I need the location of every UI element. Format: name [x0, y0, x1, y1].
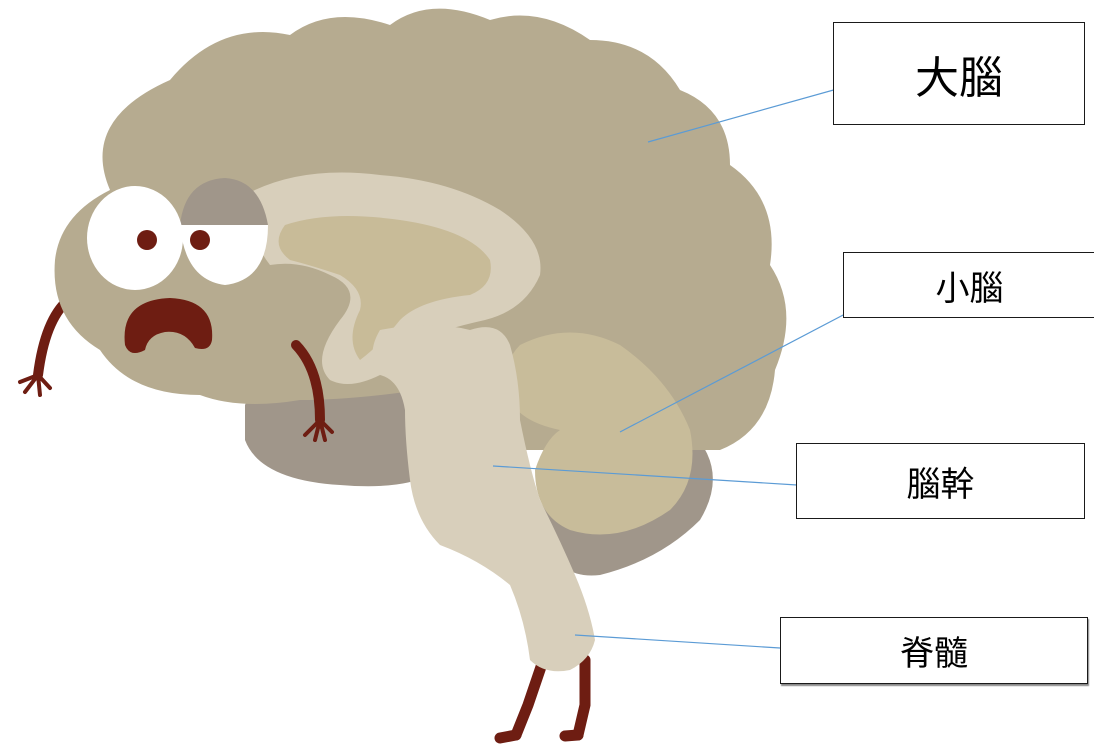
- right-pupil-icon: [190, 230, 210, 250]
- label-spinal-cord: 脊髓: [780, 617, 1088, 684]
- label-cerebellum: 小腦: [843, 252, 1094, 318]
- label-brainstem: 腦幹: [796, 443, 1085, 519]
- left-pupil-icon: [137, 230, 157, 250]
- leader-line-spinal: [575, 635, 780, 648]
- left-arm-icon: [20, 300, 68, 395]
- left-eye-icon: [87, 186, 183, 290]
- label-cerebrum: 大腦: [833, 22, 1085, 125]
